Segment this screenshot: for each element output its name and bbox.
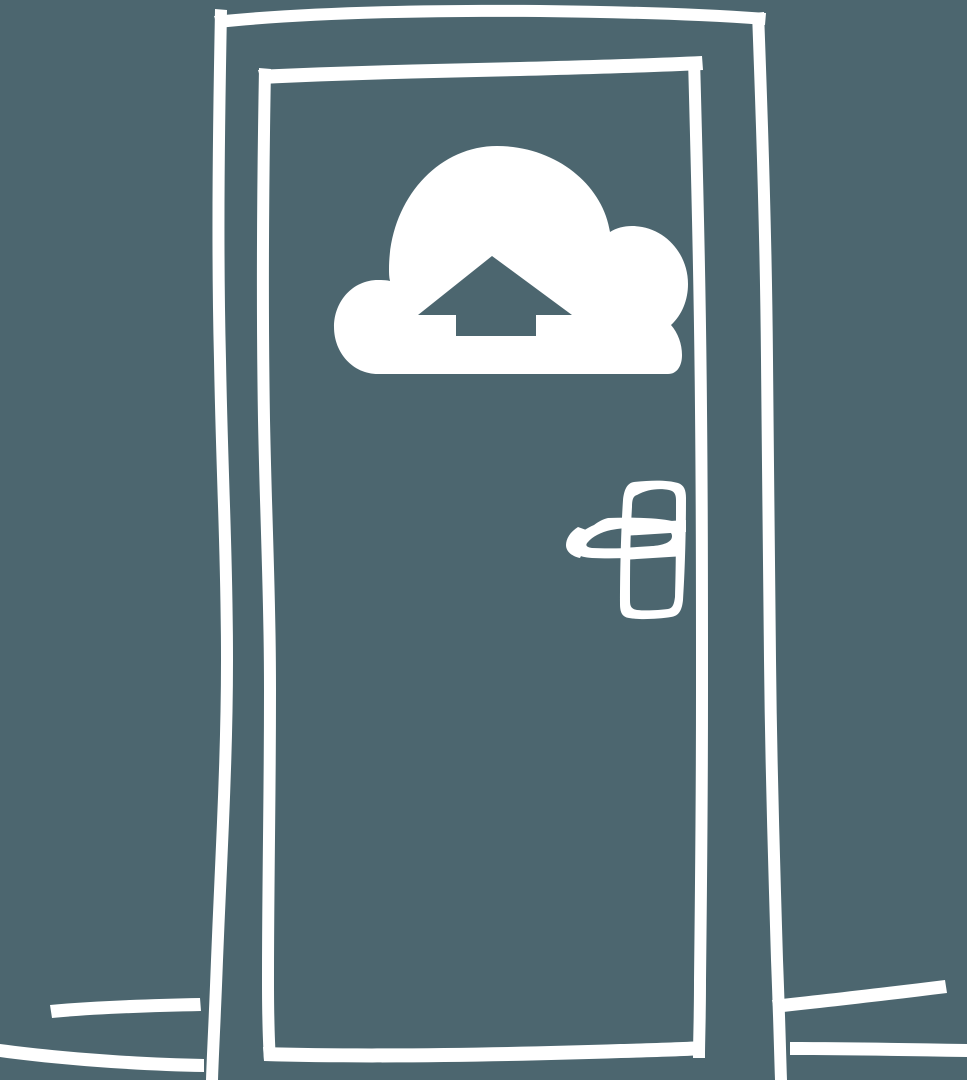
door-panel-left xyxy=(256,68,276,1060)
floor-line-right-lower xyxy=(790,1042,967,1057)
floor-lines xyxy=(0,980,967,1072)
door-panel[interactable] xyxy=(256,56,708,1063)
door-frame-left xyxy=(206,9,233,1080)
cloud-upload-shape xyxy=(334,146,688,374)
door-frame[interactable] xyxy=(206,4,787,1080)
door-frame-right xyxy=(752,12,787,1080)
door-handle[interactable] xyxy=(566,480,686,620)
floor-line-left-upper xyxy=(50,998,201,1018)
door-panel-right xyxy=(688,58,708,1058)
door-panel-top xyxy=(258,56,703,84)
floor-line-left-lower xyxy=(0,1044,204,1072)
floor-line-right-upper xyxy=(772,980,947,1013)
cloud-upload-icon[interactable] xyxy=(334,146,688,374)
door-frame-top xyxy=(214,4,766,28)
handle-lever xyxy=(573,517,684,559)
handle-plate xyxy=(620,480,686,620)
sketch-ink xyxy=(0,4,967,1080)
door-panel-bottom xyxy=(263,1041,705,1063)
handle-lever-tip xyxy=(566,527,589,558)
